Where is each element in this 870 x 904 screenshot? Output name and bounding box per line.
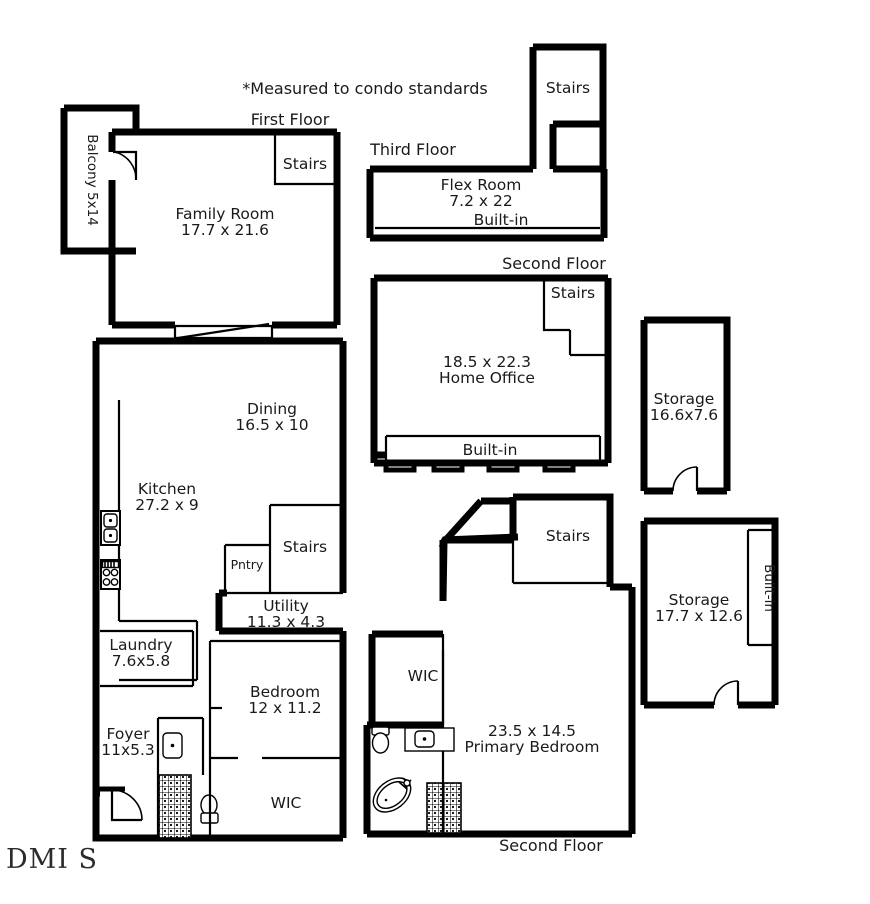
second-floor-upper-label: Second Floor	[502, 254, 606, 273]
watermark-logo: DMI S	[6, 844, 98, 875]
third-floor-label: Third Floor	[369, 140, 456, 159]
second-floor-lower-label: Second Floor	[499, 836, 603, 855]
foyer-bath-shower-icon	[158, 774, 192, 839]
first-floor-wic-label: WIC	[271, 794, 302, 812]
foyer-bath-group: Foyer 11x5.3	[92, 716, 219, 842]
flex-room-name: Flex Room	[441, 176, 522, 194]
third-floor-stairs-label: Stairs	[546, 79, 590, 97]
storage-2-dimensions: 17.7 x 12.6	[655, 607, 743, 625]
primary-stairs-label: Stairs	[546, 527, 590, 545]
storage-1-name: Storage	[654, 390, 715, 408]
primary-wic-label: WIC	[408, 667, 439, 685]
storage-unit-1-group: Storage 16.6x7.6	[640, 316, 731, 495]
kitchen-name: Kitchen	[138, 480, 196, 498]
kitchen-dimensions: 27.2 x 9	[135, 496, 198, 514]
first-floor-stairs-upper-label: Stairs	[283, 155, 327, 173]
dining-name: Dining	[247, 400, 297, 418]
balcony-label: Balcony 5x14	[84, 134, 100, 226]
primary-bath-toilet-icon	[371, 726, 390, 754]
storage-1-dimensions: 16.6x7.6	[650, 406, 718, 424]
pantry-stairs-utility-group: Pntry Stairs Utility 11.3 x 4.3	[215, 503, 343, 635]
first-floor-label: First Floor	[251, 110, 330, 129]
utility-dimensions: 11.3 x 4.3	[247, 613, 325, 631]
balcony-group: Balcony 5x14	[60, 104, 140, 255]
dining-dimensions: 16.5 x 10	[235, 416, 308, 434]
foyer-bath-sink-icon	[162, 732, 183, 759]
second-floor-primary-group: Stairs WIC 23.5 x 14.5 Primary Bedroom	[363, 493, 636, 838]
primary-bedroom-dimensions: 23.5 x 14.5	[488, 722, 576, 740]
office-stairs-label: Stairs	[551, 284, 595, 302]
third-floor-group: Stairs Flex Room 7.2 x 22 Built-in	[366, 43, 608, 242]
utility-name: Utility	[263, 597, 309, 615]
laundry-group: Laundry 7.6x5.8	[100, 629, 195, 688]
laundry-dimensions: 7.6x5.8	[112, 652, 170, 670]
storage-2-built-in-label: Built-in	[761, 564, 777, 612]
flex-room-built-in-label: Built-in	[474, 211, 529, 229]
kitchen-sink-icon	[100, 510, 121, 546]
family-room-group: Stairs Family Room 17.7 x 21.6	[108, 128, 341, 340]
storage-2-name: Storage	[669, 591, 730, 609]
primary-bedroom-name: Primary Bedroom	[465, 738, 600, 756]
bedroom-wic-group: Bedroom 12 x 11.2 WIC	[208, 639, 343, 838]
office-built-in-label: Built-in	[463, 441, 518, 459]
first-floor-stairs-lower-label: Stairs	[283, 538, 327, 556]
foyer-dimensions: 11x5.3	[101, 741, 155, 759]
home-office-name: Home Office	[439, 369, 535, 387]
pantry-label: Pntry	[231, 557, 264, 572]
second-floor-office-group: Stairs 18.5 x 22.3 Home Office Built-in	[370, 274, 612, 473]
storage-unit-2-group: Storage 17.7 x 12.6 Built-in	[640, 517, 779, 709]
kitchen-range-icon	[100, 559, 121, 590]
primary-bath-vanity-icon	[404, 727, 455, 752]
family-room-name: Family Room	[176, 205, 275, 223]
laundry-name: Laundry	[109, 636, 172, 654]
foyer-name: Foyer	[107, 725, 151, 743]
bedroom-name: Bedroom	[250, 683, 320, 701]
flex-room-dimensions: 7.2 x 22	[449, 192, 512, 210]
measurement-note: *Measured to condo standards	[242, 79, 487, 98]
family-room-dimensions: 17.7 x 21.6	[181, 221, 269, 239]
primary-bath-tub-icon	[372, 777, 412, 813]
first-floor-main-group: Dining 16.5 x 10 Kitchen 27.2 x 9	[92, 337, 347, 842]
bedroom-dimensions: 12 x 11.2	[248, 699, 321, 717]
home-office-dimensions: 18.5 x 22.3	[443, 353, 531, 371]
